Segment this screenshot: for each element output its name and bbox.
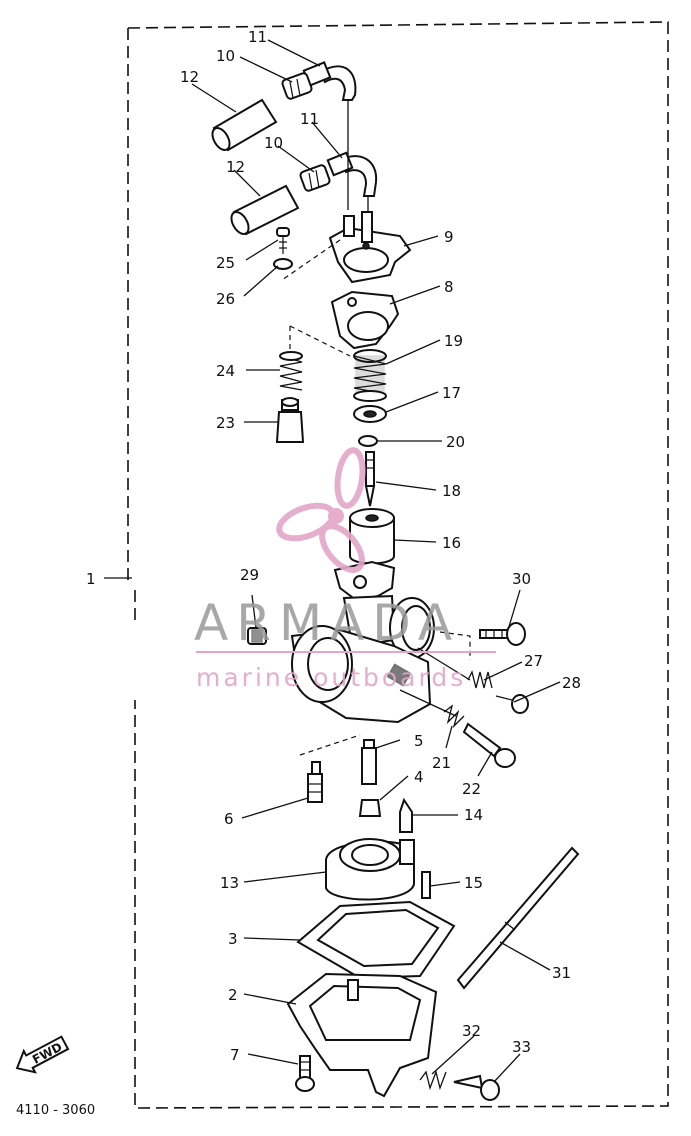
drawing-code: 4110 - 3060 <box>16 1103 95 1118</box>
joint-pipe-lower <box>326 151 378 197</box>
label-14: 14 <box>464 806 483 824</box>
fitting-lower <box>299 164 331 192</box>
plug <box>247 627 267 645</box>
label-13: 13 <box>220 874 239 892</box>
main-jet <box>358 799 382 817</box>
armada-watermark: ARMADA marine outboards <box>194 447 496 692</box>
pilot-jet <box>307 761 323 803</box>
label-32: 32 <box>462 1022 481 1040</box>
label-12-upper: 12 <box>180 68 199 86</box>
label-24: 24 <box>216 362 235 380</box>
watermark-tagline: marine outboards <box>196 663 466 692</box>
spring-seat <box>353 405 387 423</box>
screw-small <box>276 227 290 254</box>
drain-screw <box>295 1055 315 1092</box>
float-chamber <box>286 972 438 1098</box>
label-11-upper: 11 <box>248 28 267 46</box>
label-8: 8 <box>444 278 454 296</box>
main-nozzle <box>361 739 377 785</box>
label-12-lower: 12 <box>226 158 245 176</box>
label-19: 19 <box>444 332 463 350</box>
float-chamber-gasket <box>296 900 456 980</box>
spring-32 <box>419 1069 447 1091</box>
cover-gasket <box>330 290 400 350</box>
label-15: 15 <box>464 874 483 892</box>
label-18: 18 <box>442 482 461 500</box>
label-1: 1 <box>86 570 96 588</box>
cap-lower <box>230 184 300 236</box>
washer-small <box>273 258 293 270</box>
label-5: 5 <box>414 732 424 750</box>
label-20: 20 <box>446 433 465 451</box>
fwd-arrow: FWD <box>15 1035 70 1074</box>
label-26: 26 <box>216 290 235 308</box>
part-numbers: 1 2 3 4 5 6 7 8 9 10 10 11 11 12 12 13 1… <box>86 28 581 1064</box>
label-2: 2 <box>228 986 238 1004</box>
label-22: 22 <box>462 780 481 798</box>
pilot-screw <box>275 397 305 443</box>
throttle-stop-screw <box>495 694 529 714</box>
pilot-spring <box>279 351 303 391</box>
label-23: 23 <box>216 414 235 432</box>
label-10-lower: 10 <box>264 134 283 152</box>
fwd-arrow-icon <box>15 1035 70 1074</box>
label-27: 27 <box>524 652 543 670</box>
clip <box>358 435 378 447</box>
label-16: 16 <box>442 534 461 552</box>
label-30: 30 <box>512 570 531 588</box>
joint-pipe-upper <box>302 61 357 101</box>
mixing-chamber-cover <box>328 211 412 284</box>
label-3: 3 <box>228 930 238 948</box>
leader-lines <box>191 39 561 1083</box>
label-7: 7 <box>230 1046 240 1064</box>
throttle-stop-spring <box>467 670 493 689</box>
assembly-frame <box>127 21 669 1109</box>
jet-needle <box>364 451 376 507</box>
needle-valve <box>399 797 413 833</box>
pilot-screw-22 <box>462 722 516 768</box>
label-10-upper: 10 <box>216 47 235 65</box>
fitting-upper <box>281 72 313 100</box>
throttle-valve <box>349 508 395 565</box>
cap-upper <box>211 98 278 152</box>
label-17: 17 <box>442 384 461 402</box>
pilot-screw-spring <box>443 704 465 729</box>
screw-33 <box>453 1074 500 1101</box>
label-11-lower: 11 <box>300 110 319 128</box>
screw-30 <box>479 622 526 646</box>
label-6: 6 <box>224 810 234 828</box>
label-28: 28 <box>562 674 581 692</box>
label-33: 33 <box>512 1038 531 1056</box>
armada-logo-icon <box>276 447 366 573</box>
float <box>325 838 415 901</box>
label-21: 21 <box>432 754 451 772</box>
throttle-valve-spring <box>353 349 387 402</box>
label-31: 31 <box>552 964 571 982</box>
fuel-hose <box>456 846 580 990</box>
label-29: 29 <box>240 566 259 584</box>
float-pin <box>421 871 431 899</box>
watermark-brand: ARMADA <box>194 594 460 652</box>
label-9: 9 <box>444 228 454 246</box>
label-4: 4 <box>414 768 424 786</box>
label-25: 25 <box>216 254 235 272</box>
